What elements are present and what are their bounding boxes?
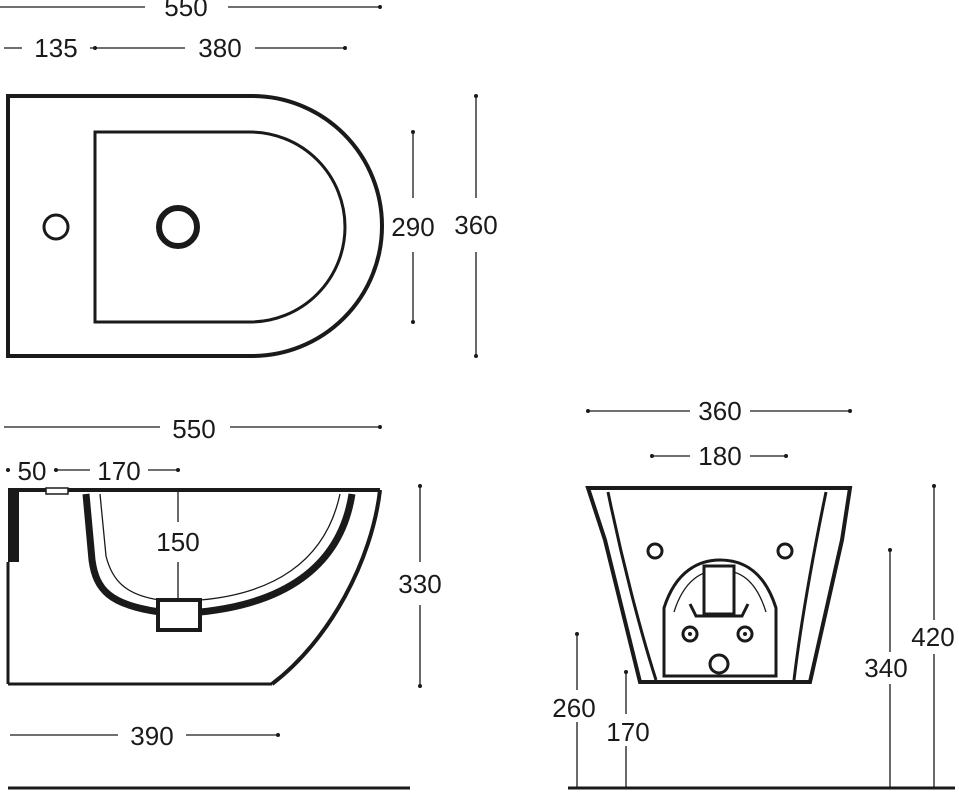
dim-label-depth-offset: 170 [97,456,140,486]
dim-label-top-length: 550 [164,0,207,22]
dim-front-inlet-height: 260 [552,632,596,788]
dim-label-side-height: 330 [398,569,441,599]
dim-label-inlet-height: 260 [552,693,595,723]
dim-side-bowl-depth: 150 [156,490,200,598]
dim-label-base-length: 390 [130,721,173,751]
dim-label-bowl-depth: 150 [156,527,199,557]
dim-label-bowl-length: 380 [198,33,241,63]
top-view: 550 135 380 290 [0,0,498,358]
dim-side-overall-height: 330 [398,484,442,688]
dim-label-side-length: 550 [172,414,215,444]
front-socket [702,564,736,616]
front-bracket [688,603,750,618]
dim-front-overall-width: 360 [586,396,852,426]
top-outer-outline [6,94,384,358]
tap-hole [42,213,70,241]
side-outer-profile [270,489,382,686]
dim-label-total-height: 420 [911,622,954,652]
waste-outlet [156,598,202,632]
bolt-hole-right-dot [743,632,747,636]
side-bowl-wall [82,493,356,616]
bolt-hole-right [736,625,754,643]
dim-top-overall-width: 360 [454,94,498,358]
dim-side-overall-length: 550 [4,414,382,444]
top-inner-bowl [93,130,347,324]
dim-label-top-width: 360 [454,210,497,240]
dim-top-bowl-width: 290 [391,130,435,324]
front-view: 360 180 260 [552,396,955,790]
fixing-hole-left [646,542,664,560]
dim-label-bowl-width: 290 [391,212,434,242]
side-bowl-inner [99,493,341,601]
dim-label-waste-height: 170 [606,717,649,747]
wall-block [8,490,19,562]
dim-front-waste-height: 170 [606,670,650,788]
dim-top-hole-bowl: 135 380 [4,33,347,63]
dim-front-total-height: 420 [911,484,955,788]
dim-side-rim-depth: 50 170 [6,456,180,486]
front-body-outline [585,486,853,684]
front-recess [662,558,778,678]
dim-label-fixing-width: 180 [698,441,741,471]
dim-label-rim-offset: 50 [18,456,47,486]
front-left-panel [606,491,658,681]
dim-label-mount-height: 340 [864,653,907,683]
bolt-hole-left-dot [688,632,692,636]
dim-front-mount-height: 340 [864,548,908,788]
dim-label-hole-offset: 135 [34,33,77,63]
dim-front-fixing-width: 180 [650,441,788,471]
front-right-panel [792,491,828,681]
drain-hole [156,205,200,249]
bolt-hole-left [681,625,699,643]
rim-chrome [45,487,69,495]
side-view: 550 50 170 150 [4,414,442,790]
dim-label-front-width: 360 [698,396,741,426]
dim-side-base-length: 390 [10,721,280,751]
waste-hole [708,653,730,675]
dim-top-overall-length: 550 [0,0,382,22]
fixing-hole-right [776,542,794,560]
